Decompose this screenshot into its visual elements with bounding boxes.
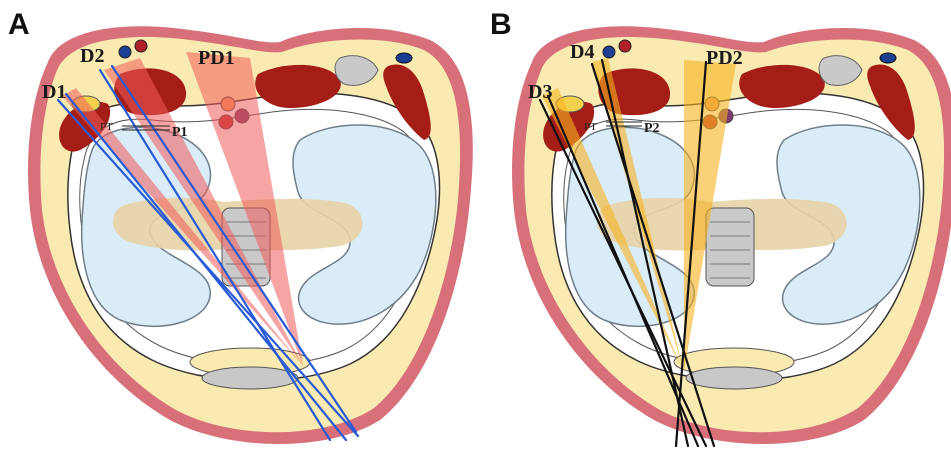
panel-a-label-pd: PD1 [198,47,235,69]
panel-b-popliteal-tendon [686,367,782,389]
panel-b-artery-d4 [619,40,631,52]
panel-b: B D3 [490,8,951,446]
panel-a-label-p: P1 [172,125,188,140]
panel-b-label-pt: PT [584,121,597,133]
panel-a-label-pt: PT [100,121,113,133]
panel-b-vessel-right [880,53,896,63]
panel-a-artery-d2 [135,40,147,52]
panel-a-vessel-right [396,53,412,63]
panel-b-cruciate-ligament [706,208,754,286]
panel-b-letter: B [490,8,512,41]
panel-b-vein-d4 [603,46,615,58]
panel-b-label-d3: D3 [528,81,552,103]
panel-a-letter: A [8,8,30,41]
panel-a-label-d2: D2 [80,45,104,67]
panel-b-label-pd: PD2 [706,47,743,69]
panel-a: A [8,8,473,444]
panel-b-label-d4: D4 [570,41,594,63]
panel-a-popliteal-tendon [202,367,298,389]
panel-a-vein-d2 [119,46,131,58]
panel-a-label-d1: D1 [42,81,66,103]
panel-b-label-p: P2 [644,121,660,136]
